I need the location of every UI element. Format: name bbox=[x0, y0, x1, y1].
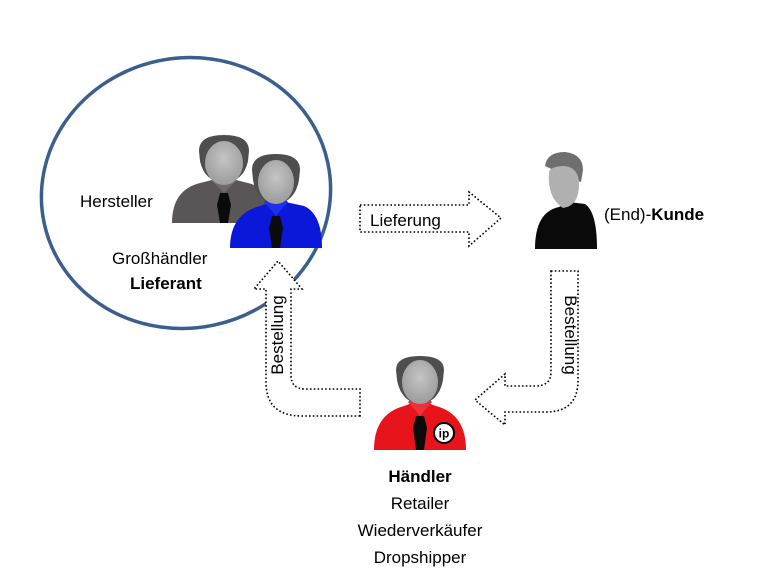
retailer-alias-3: Dropshipper bbox=[373, 548, 467, 567]
retailer-person-icon: ip bbox=[374, 356, 466, 450]
customer-label: (End)-Kunde bbox=[604, 204, 704, 225]
retailer-label: Händler bbox=[388, 467, 452, 486]
retailer-alias-2: Wiederverkäufer bbox=[357, 521, 483, 540]
delivery-arrow bbox=[359, 190, 503, 248]
wholesaler-label: Großhändler bbox=[112, 249, 208, 268]
supplier-person-icon bbox=[230, 154, 322, 248]
order-label-retailer: Bestellung bbox=[268, 295, 287, 375]
supplier-label: Lieferant bbox=[130, 274, 202, 293]
retailer-alias-1: Retailer bbox=[390, 494, 450, 513]
delivery-arrow-label: Lieferung bbox=[370, 211, 441, 230]
customer-label-bold: Kunde bbox=[651, 205, 705, 224]
svg-text:ip: ip bbox=[439, 427, 450, 441]
customer-person-icon bbox=[535, 152, 597, 249]
ip-badge-icon: ip bbox=[433, 422, 455, 444]
customer-label-prefix: (End)- bbox=[604, 205, 652, 224]
order-arrow-retailer-to-supplier bbox=[252, 259, 361, 417]
supplier-group-circle bbox=[39, 55, 333, 331]
manufacturer-label: Hersteller bbox=[80, 192, 153, 211]
order-label-customer: Bestellung bbox=[561, 295, 580, 375]
manufacturer-person-icon bbox=[172, 135, 276, 223]
order-arrow-customer-to-retailer bbox=[473, 270, 579, 427]
